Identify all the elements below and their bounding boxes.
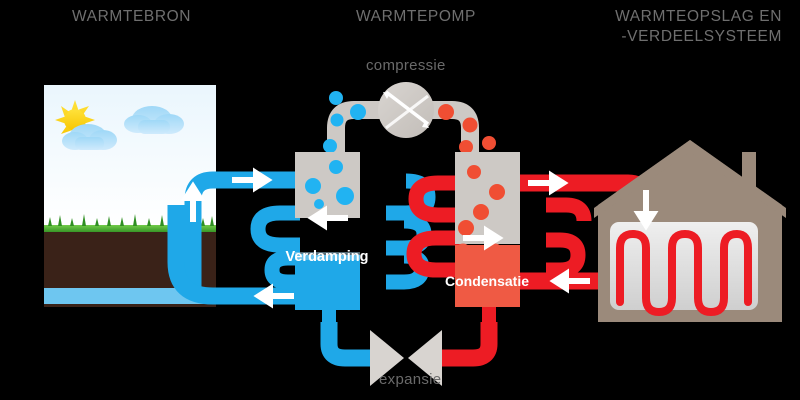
expansion-label: expansie [379,371,442,388]
house-return-left-arrow [549,268,590,294]
groundwater-layer [44,288,216,304]
chimney [742,152,756,194]
source-supply-in-arrow [232,167,273,193]
evaporator [295,152,360,328]
header-warmtebron: WARMTEBRON [72,8,192,25]
condenser-supply-out-arrow [528,170,569,196]
compressor [378,82,434,138]
compression-label: compressie [366,57,446,74]
serpentine-coil [616,229,752,317]
condenser-bubbles [458,165,505,236]
header-warmteopslag: WARMTEOPSLAG EN -VERDEELSYSTEEM [615,8,782,45]
evaporator-bubbles [305,160,354,209]
cloud-icon [124,106,184,134]
house-supply-down-arrow [633,190,659,231]
evaporator-in-arrow [307,205,348,231]
header-warmtepomp: WARMTEPOMP [356,8,476,25]
source-riser-up-arrow [180,181,206,222]
source-return-out-arrow [253,283,294,309]
cloud-icon [62,124,117,150]
condenser-coil-red [406,175,592,278]
expansion-valve [370,330,442,386]
condenser-label: Condensatie [445,273,529,289]
expansion-return-loop [320,322,498,367]
condenser-internal-arrow [463,225,504,251]
evaporator-label: Verdamping [286,249,369,265]
flow-arrows [180,167,659,309]
ground-panel [44,85,216,307]
